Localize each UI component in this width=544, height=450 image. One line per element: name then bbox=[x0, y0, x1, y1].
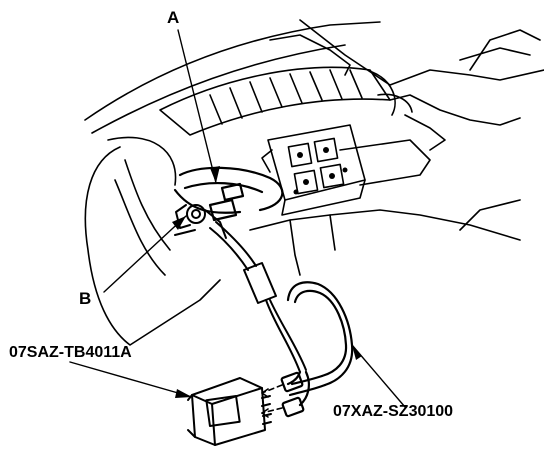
sub-harness bbox=[209, 221, 307, 373]
coiled-harness bbox=[280, 281, 354, 418]
upper-panel bbox=[84, 19, 544, 134]
connector-b bbox=[174, 204, 227, 239]
intake-cylinder bbox=[159, 66, 413, 136]
harness-part-label: 07XAZ-SZ30100 bbox=[333, 403, 454, 420]
lower-frame bbox=[249, 199, 521, 276]
connector-a-harness bbox=[173, 166, 284, 222]
control-unit-part-label: 07SAZ-TB4011A bbox=[9, 344, 132, 361]
callout-b-label: B bbox=[79, 289, 92, 308]
leader-lines bbox=[69, 29, 406, 408]
right-bracket bbox=[339, 29, 541, 186]
leader-arrowheads bbox=[172, 166, 362, 398]
relay-block-terminals bbox=[293, 147, 348, 195]
control-unit bbox=[187, 377, 272, 446]
body-panel bbox=[84, 136, 221, 346]
relay-block bbox=[261, 124, 366, 216]
callout-a-label: A bbox=[167, 8, 180, 27]
connection-dashes bbox=[261, 384, 283, 414]
